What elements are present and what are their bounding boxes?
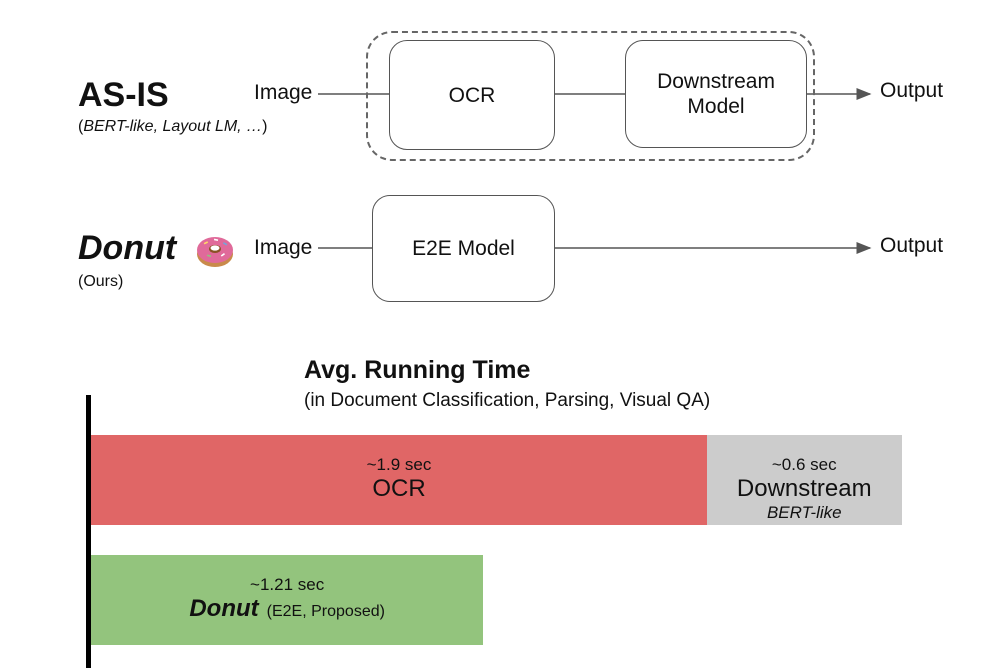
donut-emoji-icon: [197, 237, 233, 267]
bar-note-label: (E2E, Proposed): [266, 603, 385, 620]
ocr-box-label: OCR: [448, 83, 496, 107]
bar-donut: [91, 555, 484, 645]
bar-note-label: BERT-like: [766, 503, 842, 522]
e2e-model-label: E2E Model: [412, 237, 515, 260]
bar-time-label: ~0.6 sec: [771, 455, 837, 474]
bar-name-label: Donut: [189, 595, 259, 622]
donut-subtitle: (Ours): [78, 273, 124, 290]
bar-downstream: [707, 435, 902, 525]
as-is-output-label: Output: [880, 79, 944, 102]
chart-subtitle: (in Document Classification, Parsing, Vi…: [304, 390, 711, 411]
bar-name-line: Donut (E2E, Proposed): [91, 595, 483, 623]
e2e-model-box: E2E Model: [372, 195, 555, 302]
as-is-pipeline-group: [366, 31, 815, 161]
downstream-label-line1: Downstream: [657, 70, 775, 93]
donut-title: Donut: [78, 229, 177, 267]
bar-name-line: OCR: [91, 475, 707, 503]
chart-title: Avg. Running Time: [304, 356, 531, 384]
as-is-title: AS-IS: [78, 76, 169, 114]
bar-ocr: [91, 435, 707, 525]
bar-name-label: OCR: [372, 475, 426, 502]
as-is-subtitle: (BERT-like, Layout LM, …): [78, 118, 267, 136]
bar-time-label: ~1.21 sec: [250, 575, 325, 594]
bar-name-line: Downstream: [707, 475, 902, 503]
bar-time-label: ~1.9 sec: [366, 455, 432, 474]
donut-input-label: Image: [254, 236, 313, 259]
downstream-label-line2: Model: [687, 95, 745, 118]
bar-name-label: Downstream: [736, 475, 872, 502]
as-is-subtitle-open: (: [78, 118, 84, 135]
donut-output-label: Output: [880, 234, 944, 257]
ocr-box: OCR: [389, 40, 555, 150]
as-is-subtitle-close: ): [262, 118, 268, 135]
downstream-model-box: Downstream Model: [625, 40, 807, 148]
as-is-input-label: Image: [254, 81, 313, 104]
chart-axis: [86, 395, 91, 668]
as-is-subtitle-models: BERT-like, Layout LM, …: [83, 118, 263, 135]
